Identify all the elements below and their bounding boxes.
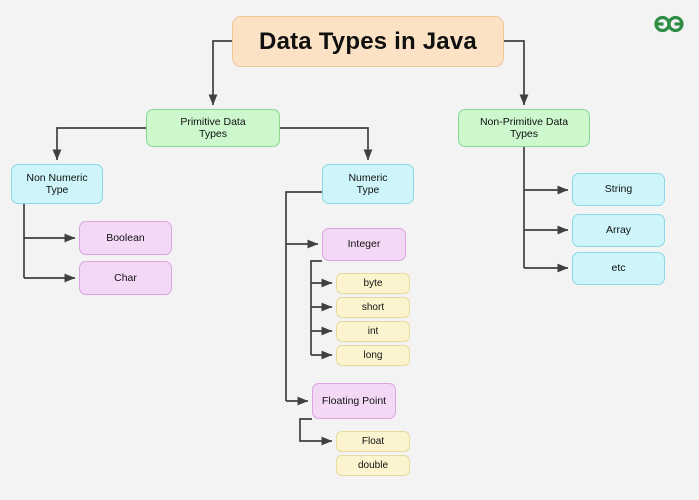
node-char-label: Char — [114, 271, 137, 284]
node-non-numeric-line2: Type — [45, 184, 69, 196]
node-title: Data Types in Java — [232, 16, 504, 67]
node-etc: etc — [572, 252, 665, 285]
node-short-label: short — [361, 301, 385, 313]
node-primitive-line1: Primitive Data — [180, 115, 246, 128]
node-non-primitive-label: Non-Primitive Data Types — [480, 116, 568, 140]
node-integer-label: Integer — [347, 238, 381, 251]
node-non-numeric-line1: Non Numeric — [26, 171, 88, 184]
node-short: short — [336, 297, 410, 318]
node-byte: byte — [336, 273, 410, 294]
node-non-primitive-line1: Non-Primitive Data — [479, 115, 569, 128]
node-long: long — [336, 345, 410, 366]
connector-numeric-trunk — [285, 191, 322, 401]
connector-floating-to-float — [299, 418, 333, 446]
node-boolean: Boolean — [79, 221, 172, 255]
node-double-label: double — [357, 459, 389, 471]
node-numeric-line1: Numeric — [348, 171, 388, 184]
node-int-label: int — [367, 325, 379, 337]
connector-integer-trunk — [310, 260, 322, 355]
node-etc-label: etc — [611, 262, 626, 275]
connector-primitive-to-numeric — [280, 127, 373, 161]
node-double: double — [336, 455, 410, 476]
node-boolean-label: Boolean — [106, 231, 145, 244]
node-byte-label: byte — [363, 277, 383, 289]
node-array: Array — [572, 214, 665, 247]
node-array-label: Array — [605, 224, 632, 237]
connector-title-to-primitive — [208, 40, 232, 106]
node-char: Char — [79, 261, 172, 295]
geeksforgeeks-logo[interactable] — [650, 11, 688, 37]
node-primitive-label: Primitive Data Types — [180, 116, 245, 140]
node-floating-point-label: Floating Point — [321, 394, 387, 407]
node-floating-point: Floating Point — [312, 383, 396, 419]
node-float-label: Float — [361, 435, 385, 447]
node-long-label: long — [363, 349, 383, 361]
node-non-numeric-type: Non Numeric Type — [11, 164, 103, 204]
node-numeric-label: Numeric Type — [348, 172, 387, 196]
node-numeric-type: Numeric Type — [322, 164, 414, 204]
node-string-label: String — [604, 183, 633, 196]
node-integer: Integer — [322, 228, 406, 261]
node-non-primitive-line2: Types — [509, 128, 538, 140]
node-non-numeric-label: Non Numeric Type — [26, 172, 87, 196]
node-primitive-line2: Types — [198, 128, 227, 140]
node-numeric-line2: Type — [356, 184, 380, 196]
node-float: Float — [336, 431, 410, 452]
node-non-primitive-data-types: Non-Primitive Data Types — [458, 109, 590, 147]
connector-title-to-nonprimitive — [504, 40, 529, 106]
node-title-label: Data Types in Java — [259, 27, 477, 55]
connector-primitive-to-nonnumeric — [52, 127, 146, 161]
node-int: int — [336, 321, 410, 342]
node-primitive-data-types: Primitive Data Types — [146, 109, 280, 147]
node-string: String — [572, 173, 665, 206]
